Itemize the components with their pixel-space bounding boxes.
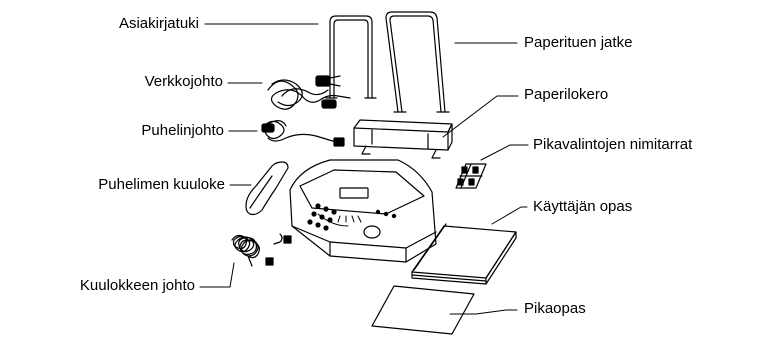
handset-illustration [246,162,288,215]
paper-support-extension-illustration [386,12,449,112]
label-handset: Puhelimen kuuloke [98,176,225,194]
quick-guide-illustration [372,286,474,334]
paper-tray-illustration [354,120,452,158]
label-line-cord: Verkkojohto [145,73,223,91]
leader-users-guide [492,207,527,224]
label-quick-guide: Pikaopas [524,300,586,318]
leader-handset-cord [200,263,234,287]
label-paper-support-extension: Paperituen jatke [524,34,632,52]
leader-paper-tray [443,96,518,137]
label-paper-tray: Paperilokero [524,86,608,104]
telephone-line-cord-illustration [262,121,344,146]
line-cord-illustration [268,76,350,109]
users-guide-illustration [412,224,516,284]
label-telephone-line-cord: Puhelinjohto [141,122,224,140]
leader-quick-guide [450,310,517,314]
handset-cord-illustration [232,234,291,266]
speed-dial-labels-illustration [456,164,486,188]
label-speed-dial-labels: Pikavalintojen nimitarrat [533,136,692,154]
fax-machine-illustration [290,160,436,262]
fax-keypad [307,203,396,230]
label-users-guide: Käyttäjän opas [533,198,632,216]
label-document-support: Asiakirjatuki [119,15,199,33]
leader-speed-dial-labels [481,145,528,160]
leader-lines [200,24,528,314]
document-support-illustration [326,16,376,98]
label-handset-cord: Kuulokkeen johto [80,277,195,295]
